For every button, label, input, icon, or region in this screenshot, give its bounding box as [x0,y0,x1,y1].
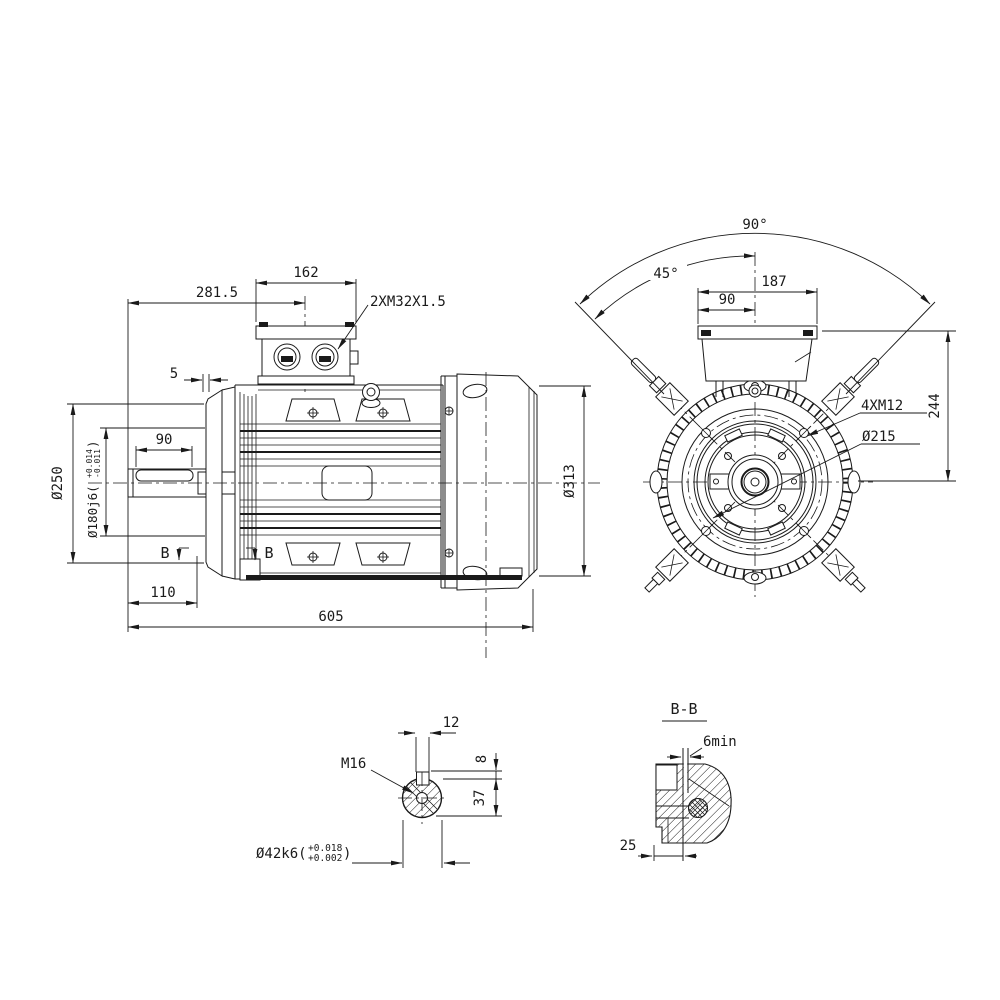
lug-stud [844,571,866,593]
lug-stud [644,571,666,593]
rotation-arcs: 90° 45° [574,215,936,395]
corner-lug [655,548,689,582]
foot-notch [655,764,678,791]
dim-5: 5 [170,366,178,382]
dim-dia180-prefix: Ø180j6( [85,485,100,538]
bolt-circle [687,414,823,550]
front-view: 90° 45° 187 90 4XM12 Ø215 244 [574,215,956,597]
lifting-eyebolt [361,383,381,408]
dim-187: 187 [761,274,786,290]
bolt-gap [683,750,688,793]
dim-dia313: Ø313 [562,464,578,498]
dim-281-5: 281.5 [196,285,238,301]
shaft-detail-dimensions: 12 M16 8 37 Ø42k6( +0.018 +0.002 ) [256,715,502,868]
dim-dia250: Ø250 [50,466,66,500]
side-boss [847,470,861,494]
dim-dia180-tol-lower: -0.011 [93,449,102,478]
label-m16: M16 [341,756,366,772]
dim-37: 37 [472,790,488,807]
gland-pin [843,357,880,394]
clamp-tab [724,521,743,536]
dim-12: 12 [443,715,460,731]
cooling-fins-bottom [240,499,441,536]
clamp-tab [767,521,786,536]
dim-dia42-prefix: Ø42k6( [256,846,307,862]
dim-dia180: Ø180j6( +0.014 -0.011 ) [85,440,102,538]
fin-stack-edge [239,392,257,572]
gland-pin [630,357,667,394]
eyebolt-front [748,384,762,398]
label-cable-gland-thread: 2XM32X1.5 [370,294,446,310]
dim-605: 605 [318,609,343,625]
dim-6min: 6min [703,734,737,750]
terminal-box-front [697,325,818,398]
cable-gland [273,343,301,371]
dim-dia42-tol-lower: +0.002 [308,853,342,864]
foot-bolt-section [687,797,709,819]
cable-gland [311,343,339,371]
dim-dia180-tol-upper: +0.014 [85,449,94,478]
cooling-fins-top [240,423,441,467]
section-label-b: B [264,544,273,562]
section-b-b: B-B 6min 25 [620,700,737,861]
clamp-tab [724,428,743,443]
dim-25: 25 [620,838,637,854]
section-bb-dimensions: 6min 25 [620,734,737,861]
label-4xm12: 4XM12 [861,398,903,414]
corner-lug [655,382,689,416]
nameplate [321,465,373,501]
dim-110: 110 [150,585,175,601]
dim-angle-90: 90° [742,217,767,233]
hub-slots [709,473,801,490]
fan-cowl [440,373,538,591]
terminal-box-side [255,322,359,385]
corner-lug [821,382,855,416]
clamp-tab [767,428,786,443]
section-label-b: B [160,544,169,562]
bottom-boss [743,571,767,585]
dim-244: 244 [927,393,943,418]
inner-holes [724,452,786,512]
mounting-feet [239,558,523,581]
section-title-bb: B-B [670,700,697,718]
dim-90-front: 90 [719,292,736,308]
top-pads [285,398,411,422]
dim-dia180-suffix: ) [85,440,100,448]
bottom-pads [285,542,411,566]
dim-dia42-suffix: ) [343,846,351,862]
side-boss [649,470,663,494]
section-marker-b-left: B [160,544,189,562]
flange-bolt-holes [698,425,812,539]
dim-dia42-tol-upper: +0.018 [308,843,343,854]
motor-body [234,384,523,581]
dim-90-key: 90 [156,432,173,448]
dim-dia215: Ø215 [862,429,896,445]
side-view-dimensions: 162 281.5 2XM32X1.5 5 90 Ø250 [50,265,591,632]
front-view-dimensions: 187 90 4XM12 Ø215 244 [697,274,956,519]
shaft-end-detail: 12 M16 8 37 Ø42k6( +0.018 +0.002 ) [256,715,502,868]
flange-face [681,408,829,556]
cowl-vent [462,565,488,581]
cowl-vent [462,383,488,399]
dim-8: 8 [474,755,490,763]
shaft-hub [727,454,783,510]
dim-angle-45: 45° [653,266,678,282]
section-marker-b-right: B [246,544,274,562]
corner-lug [821,548,855,582]
side-view: 162 281.5 2XM32X1.5 5 90 Ø250 [50,265,600,658]
motor-flange [197,386,236,580]
keyway-slot [416,771,430,786]
dim-162: 162 [293,265,318,281]
